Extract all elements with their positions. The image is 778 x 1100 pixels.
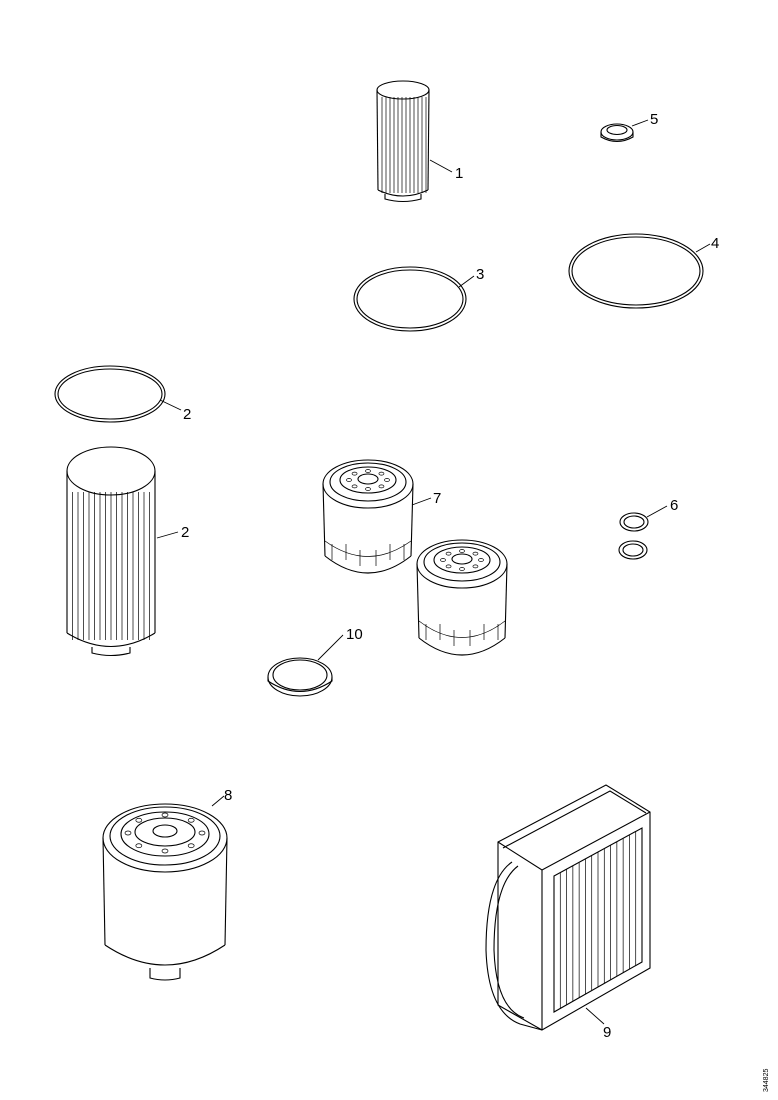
callout-4: 4 xyxy=(711,235,719,252)
figure-reference-code: 344825 xyxy=(763,1069,770,1092)
part-2-filter-element: 2 xyxy=(66,446,189,657)
part-7-spin-on-filter-front xyxy=(416,539,508,656)
part-2-o-ring: 2 xyxy=(54,365,191,423)
callout-9: 9 xyxy=(603,1024,611,1041)
part-7-spin-on-filter-rear: 7 xyxy=(322,459,441,574)
callout-8: 8 xyxy=(224,787,232,804)
callout-1: 1 xyxy=(455,165,463,182)
part-4-o-ring: 4 xyxy=(568,233,719,309)
part-5-seal-ring: 5 xyxy=(600,111,658,143)
callout-3: 3 xyxy=(476,266,484,283)
callout-5: 5 xyxy=(650,111,658,128)
callout-2-element: 2 xyxy=(181,524,189,541)
part-6-sealing-rings: 6 xyxy=(618,497,678,560)
part-10-gasket: 10 xyxy=(267,626,363,697)
callout-2-o-ring: 2 xyxy=(183,406,191,423)
callout-10: 10 xyxy=(346,626,363,643)
part-8-fuel-filter: 8 xyxy=(102,787,232,981)
part-9-panel-filter: 9 xyxy=(485,784,651,1041)
callout-7: 7 xyxy=(433,490,441,507)
part-3-o-ring: 3 xyxy=(353,266,484,332)
part-1-filter-element: 1 xyxy=(376,80,463,203)
callout-6: 6 xyxy=(670,497,678,514)
